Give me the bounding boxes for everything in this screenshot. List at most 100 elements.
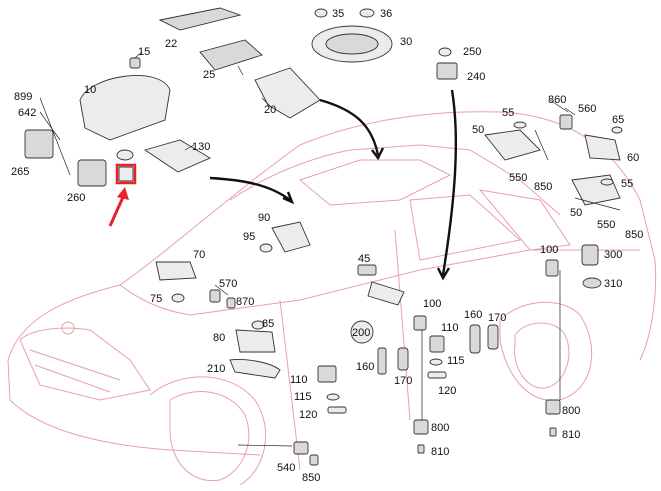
part-810b xyxy=(549,427,557,437)
highlight-box xyxy=(115,163,137,185)
highlight-marker xyxy=(108,163,137,227)
label-570: 570 xyxy=(219,278,237,290)
part-90 xyxy=(271,221,311,253)
part-65 xyxy=(611,126,623,134)
label-130: 130 xyxy=(192,141,210,153)
part-labels: 22 35 36 30 250 240 15 25 899 642 10 20 … xyxy=(11,8,643,484)
pointer-arrows xyxy=(209,89,458,281)
label-55b: 55 xyxy=(621,178,633,190)
part-810a xyxy=(417,444,425,454)
part-120b xyxy=(427,371,447,379)
part-55b xyxy=(600,178,614,186)
label-20: 20 xyxy=(264,104,276,116)
label-800b: 800 xyxy=(562,405,580,417)
label-120b: 120 xyxy=(299,409,317,421)
part-80 xyxy=(235,329,276,353)
part-570 xyxy=(209,289,221,303)
label-80: 80 xyxy=(213,332,225,344)
part-250 xyxy=(438,47,452,57)
label-45: 45 xyxy=(358,253,370,265)
label-240: 240 xyxy=(467,71,485,83)
part-100b xyxy=(545,259,559,277)
label-160b: 160 xyxy=(356,361,374,373)
label-65: 65 xyxy=(612,114,624,126)
label-55a: 55 xyxy=(502,107,514,119)
label-300: 300 xyxy=(604,249,622,261)
part-115a xyxy=(326,393,340,401)
label-160a: 160 xyxy=(464,309,482,321)
part-100a xyxy=(413,315,427,331)
label-22: 22 xyxy=(165,38,177,50)
label-10: 10 xyxy=(84,84,96,96)
part-170b xyxy=(487,324,499,350)
part-870 xyxy=(226,297,236,309)
part-85 xyxy=(251,320,265,330)
part-50a xyxy=(484,129,541,161)
leader-lines xyxy=(39,51,621,447)
label-550a: 550 xyxy=(509,172,527,184)
part-130 xyxy=(143,139,211,173)
label-110a: 110 xyxy=(441,322,459,334)
part-15 xyxy=(129,57,141,69)
label-50b: 50 xyxy=(570,207,582,219)
part-540 xyxy=(293,441,309,455)
part-115b xyxy=(429,358,443,366)
label-170b: 170 xyxy=(394,375,412,387)
label-85: 85 xyxy=(262,318,274,330)
label-30: 30 xyxy=(400,36,412,48)
highlight-arrow xyxy=(108,194,126,227)
label-560: 560 xyxy=(578,103,596,115)
part-36 xyxy=(359,8,375,18)
label-100b: 100 xyxy=(423,298,441,310)
label-115b: 115 xyxy=(294,391,312,403)
label-550b: 550 xyxy=(597,219,615,231)
label-75: 75 xyxy=(150,293,162,305)
part-120a xyxy=(327,406,347,414)
label-115a: 115 xyxy=(447,355,465,367)
label-200: 200 xyxy=(352,327,370,339)
label-850b: 850 xyxy=(625,229,643,241)
part-70 xyxy=(155,261,197,281)
part-210 xyxy=(229,359,281,379)
part-170a xyxy=(397,347,409,371)
part-300 xyxy=(581,244,599,266)
part-200-ring xyxy=(350,320,374,344)
part-265 xyxy=(24,129,54,159)
label-810a: 810 xyxy=(431,446,449,458)
part-25 xyxy=(199,39,263,71)
part-200-switch xyxy=(367,281,405,306)
label-100a: 100 xyxy=(540,244,558,256)
label-850a: 850 xyxy=(534,181,552,193)
part-240 xyxy=(436,62,458,80)
label-265: 265 xyxy=(11,166,29,178)
part-60 xyxy=(584,134,621,161)
label-60: 60 xyxy=(627,152,639,164)
part-95 xyxy=(259,243,273,253)
part-110b xyxy=(429,335,445,353)
label-15: 15 xyxy=(138,46,150,58)
part-10 xyxy=(79,75,171,141)
part-75 xyxy=(171,293,185,303)
part-260 xyxy=(77,159,107,187)
label-70: 70 xyxy=(193,249,205,261)
part-800a xyxy=(413,419,429,435)
part-highlight-inner xyxy=(118,166,134,182)
label-36: 36 xyxy=(380,8,392,20)
label-35: 35 xyxy=(332,8,344,20)
part-310 xyxy=(582,277,602,289)
part-50b xyxy=(571,174,621,206)
car-outline xyxy=(7,111,657,486)
part-20 xyxy=(254,67,321,119)
label-120a: 120 xyxy=(438,385,456,397)
part-55a xyxy=(513,121,527,129)
label-250: 250 xyxy=(463,46,481,58)
label-870: 870 xyxy=(236,296,254,308)
part-110a xyxy=(317,365,337,383)
label-90: 90 xyxy=(258,212,270,224)
label-110b: 110 xyxy=(290,374,308,386)
label-899: 899 xyxy=(14,91,32,103)
label-170a: 170 xyxy=(488,312,506,324)
part-160a xyxy=(377,347,387,375)
label-642: 642 xyxy=(18,107,36,119)
